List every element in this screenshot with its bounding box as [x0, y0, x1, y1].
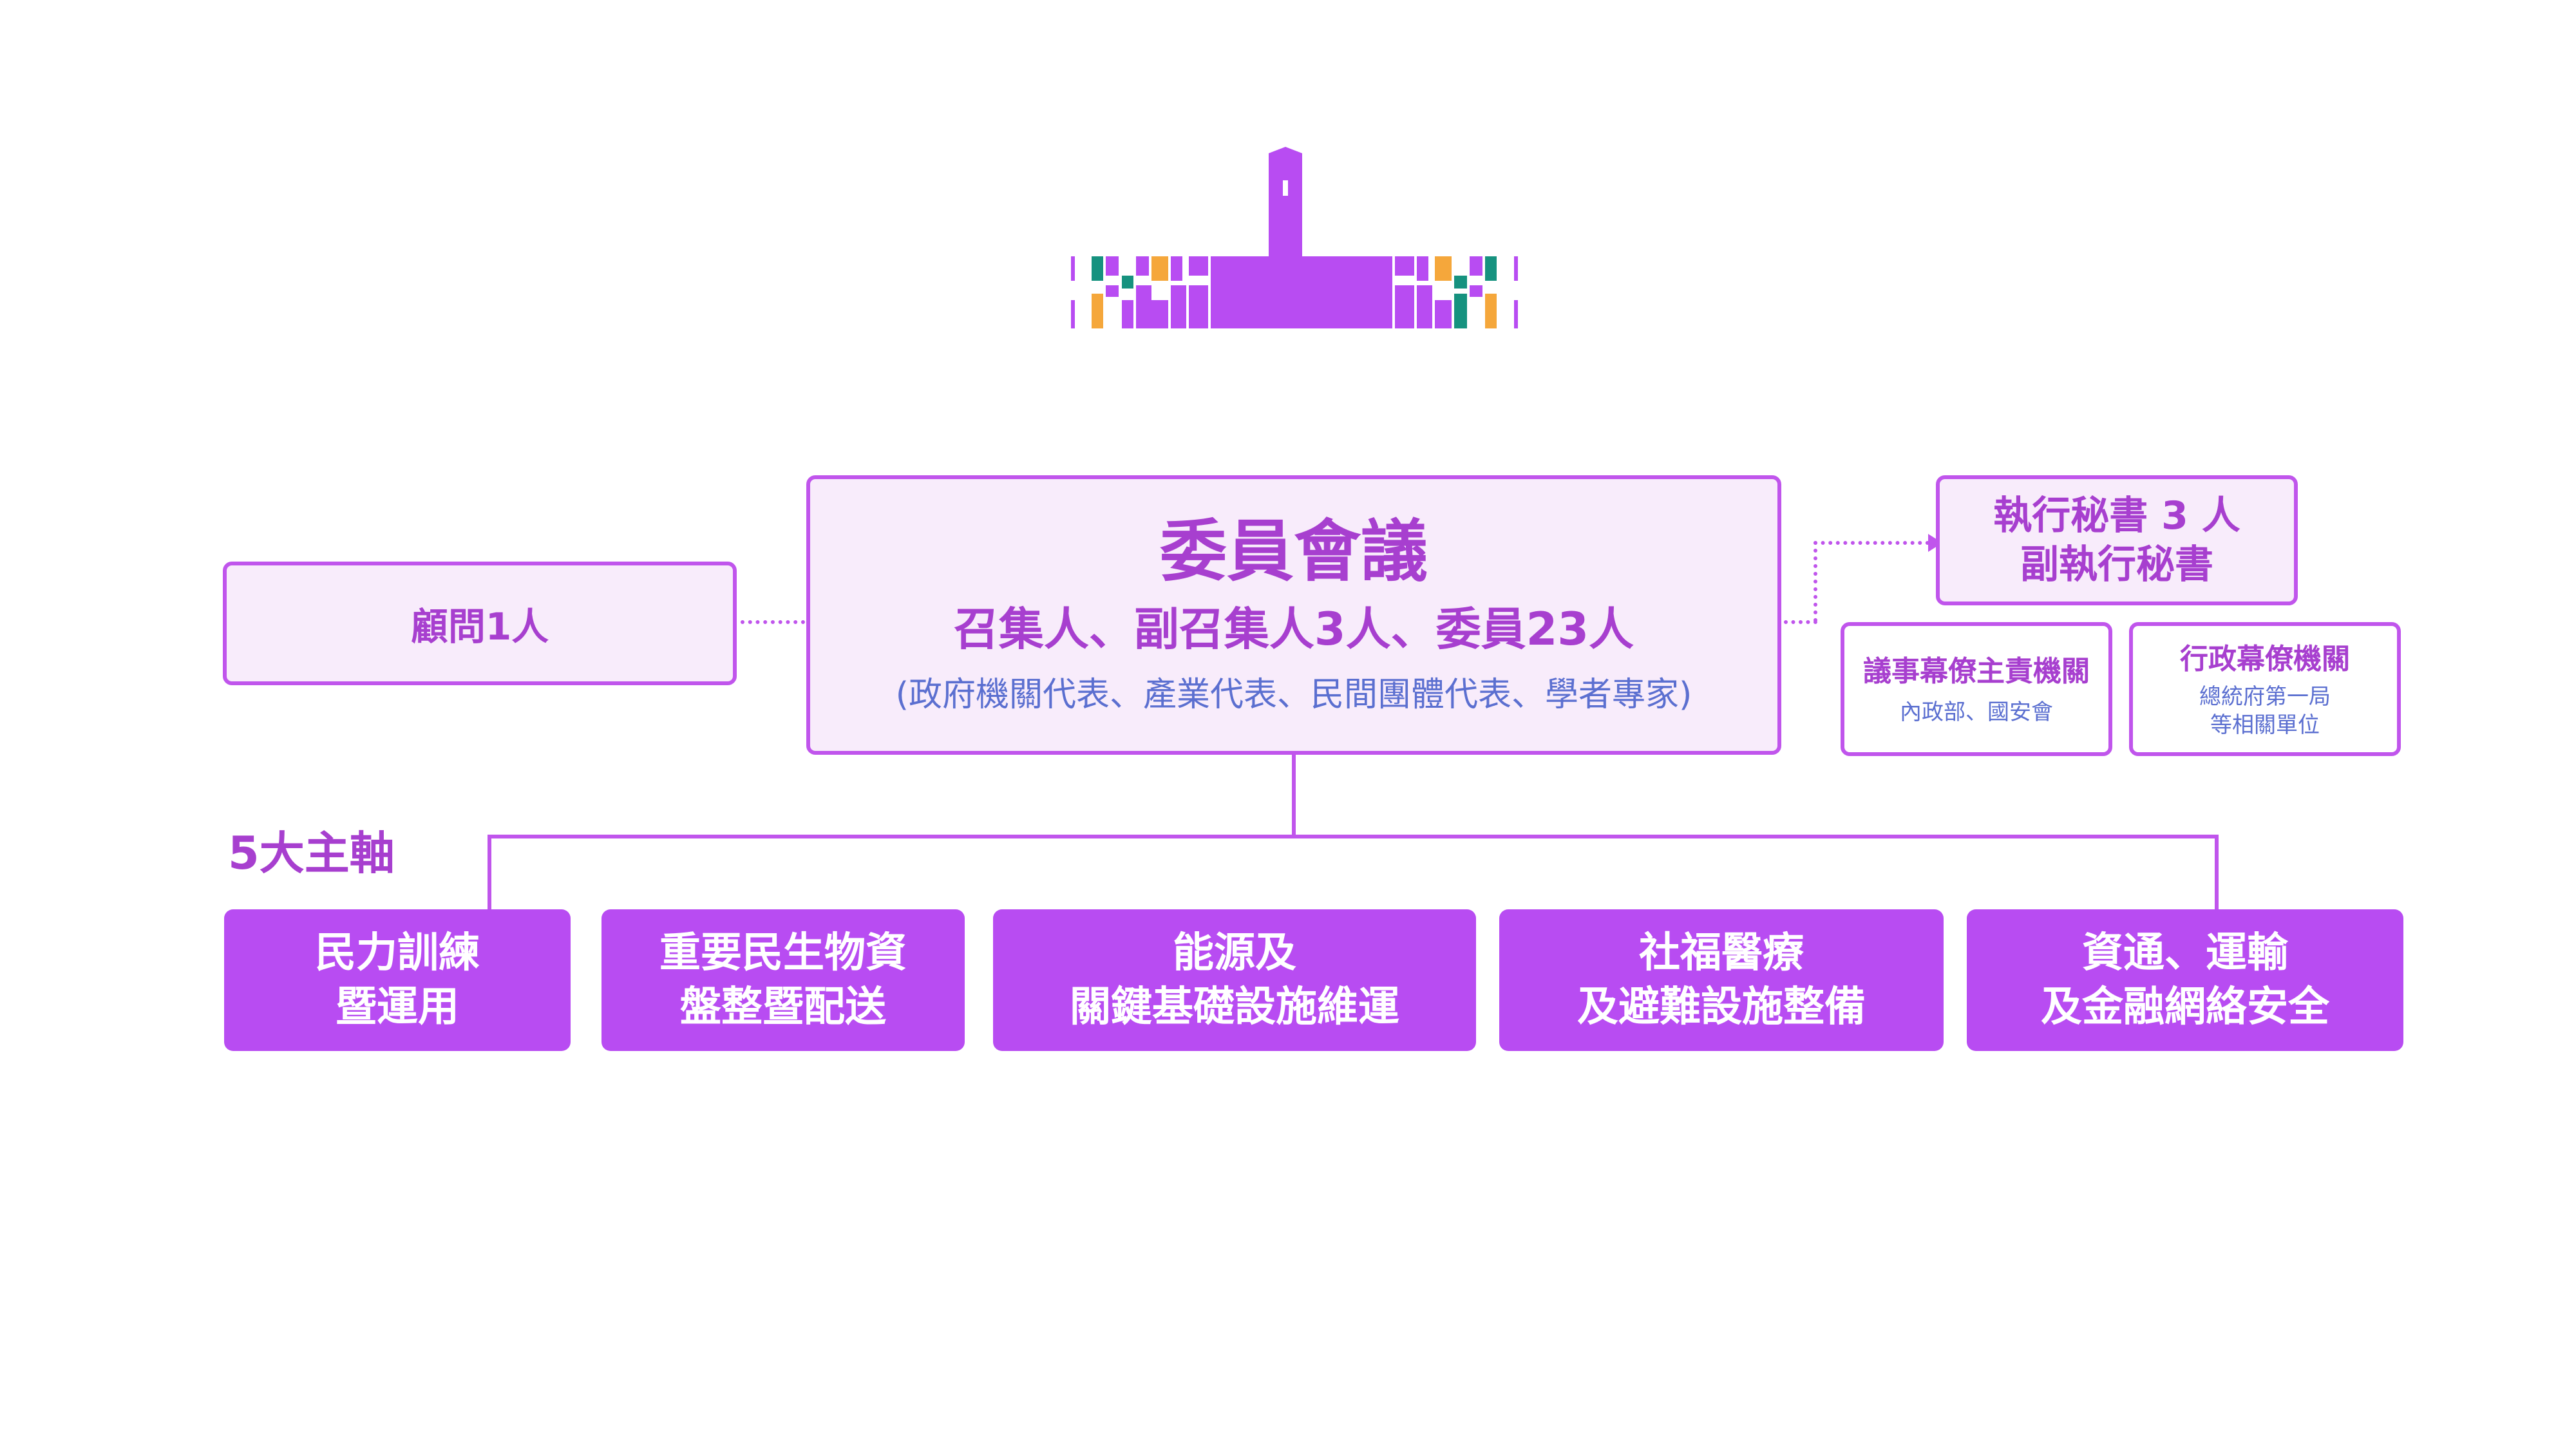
axis-label-line1: 社福醫療 — [1639, 929, 1804, 977]
tree-leg-left — [488, 835, 491, 911]
presidential-office-building-icon — [1071, 147, 1518, 328]
tree-leg-right — [2215, 835, 2219, 911]
tree-branch — [488, 835, 2219, 838]
secretary-connector-h1 — [1784, 620, 1817, 624]
axes-heading: 5大主軸 — [228, 827, 395, 880]
staff-unit-box: 議事幕僚主責機關 內政部、國安會 — [1841, 622, 2112, 756]
axis-box: 重要民生物資 盤整暨配送 — [601, 909, 965, 1051]
axis-box: 社福醫療 及避難設施整備 — [1499, 909, 1944, 1051]
axis-box: 資通、運輸 及金融網絡安全 — [1967, 909, 2403, 1051]
axis-label-line2: 及金融網絡安全 — [2041, 983, 2329, 1031]
advisor-box: 顧問1人 — [223, 562, 737, 685]
tree-trunk — [1292, 755, 1296, 837]
axis-label-line2: 及避難設施整備 — [1577, 983, 1866, 1031]
axis-label-line1: 能源及 — [1173, 929, 1296, 977]
advisor-label: 顧問1人 — [410, 605, 549, 649]
axis-label-line2: 關鍵基礎設施維運 — [1070, 983, 1399, 1031]
committee-title: 委員會議 — [1159, 512, 1428, 591]
axis-label-line2: 暨運用 — [336, 983, 459, 1031]
staff-unit-title: 行政幕僚機關 — [2180, 643, 2350, 676]
presidential-office-logo — [1069, 147, 1520, 328]
staff-unit-box: 行政幕僚機關 總統府第一局 等相關單位 — [2129, 622, 2401, 756]
secretary-connector-v — [1814, 541, 1817, 622]
axis-label-line2: 盤整暨配送 — [680, 983, 886, 1031]
executive-secretary-line1: 執行秘書 3 人 — [1993, 493, 2240, 538]
staff-unit-title: 議事幕僚主責機關 — [1863, 655, 2090, 688]
staff-unit-detail: 等相關單位 — [2210, 712, 2320, 738]
secretary-connector-h2 — [1814, 541, 1929, 545]
axis-label-line1: 資通、運輸 — [2082, 929, 2288, 977]
staff-unit-detail: 內政部、國安會 — [1900, 699, 2053, 725]
axis-label-line1: 重要民生物資 — [659, 929, 907, 977]
committee-composition: (政府機關代表、產業代表、民間團體代表、學者專家) — [895, 676, 1692, 714]
committee-box: 委員會議 召集人、副召集人3人、委員23人 (政府機關代表、產業代表、民間團體代… — [806, 475, 1781, 755]
axis-box: 民力訓練 暨運用 — [224, 909, 571, 1051]
axis-label-line1: 民力訓練 — [315, 929, 480, 977]
staff-unit-detail: 總統府第一局 — [2199, 684, 2331, 710]
axis-box: 能源及 關鍵基礎設施維運 — [993, 909, 1476, 1051]
committee-members: 召集人、副召集人3人、委員23人 — [953, 603, 1634, 656]
executive-secretary-box: 執行秘書 3 人 副執行秘書 — [1936, 475, 2298, 605]
executive-secretary-line2: 副執行秘書 — [2020, 542, 2213, 587]
advisor-connector — [741, 620, 805, 624]
